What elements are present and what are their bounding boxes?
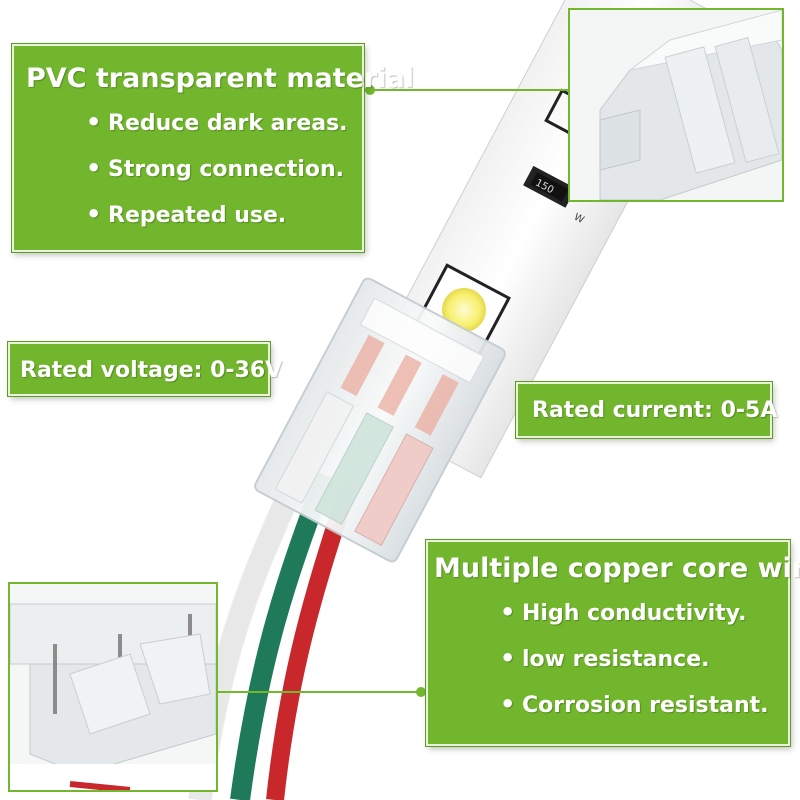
- pvc-material-list: •Reduce dark areas. •Strong connection. …: [26, 100, 352, 238]
- connector-detail-inset-bottom: [8, 582, 218, 792]
- resistor-chip: 150: [523, 165, 576, 208]
- pvc-material-title: PVC transparent material: [26, 63, 414, 94]
- bullet-icon: •: [86, 108, 102, 136]
- list-item: •Reduce dark areas.: [86, 100, 352, 146]
- list-item: •High conductivity.: [500, 590, 782, 636]
- leader-line-bottom: [218, 691, 426, 693]
- pvc-material-card: PVC transparent material •Reduce dark ar…: [12, 44, 414, 252]
- bullet-icon: •: [500, 644, 516, 672]
- pad-marking: W: [572, 212, 586, 226]
- rated-voltage-badge: Rated voltage: 0-36V: [8, 342, 283, 396]
- rated-current-text: Rated current: 0-5A: [532, 398, 778, 423]
- bullet-icon: •: [86, 200, 102, 228]
- list-item: •Strong connection.: [86, 146, 352, 192]
- leader-dot-bottom: [416, 687, 426, 697]
- connector-body: [254, 277, 506, 563]
- copper-core-title: Multiple copper core wires: [434, 553, 800, 584]
- leader-line-top: [366, 89, 568, 91]
- bullet-icon: •: [500, 598, 516, 626]
- bullet-icon: •: [86, 154, 102, 182]
- leader-dot-top: [365, 85, 375, 95]
- connector-closeup-bottom: [10, 584, 216, 790]
- list-item: •Repeated use.: [86, 192, 352, 238]
- bullet-icon: •: [500, 690, 516, 718]
- connector-closeup-top: [570, 10, 782, 200]
- copper-core-list: •High conductivity. •low resistance. •Co…: [434, 590, 782, 728]
- connector-detail-inset-top: [568, 8, 784, 202]
- led-lens: [442, 288, 486, 332]
- rated-current-badge: Rated current: 0-5A: [516, 382, 778, 438]
- list-item: •low resistance.: [500, 636, 782, 682]
- list-item: •Corrosion resistant.: [500, 682, 782, 728]
- copper-core-card: Multiple copper core wires •High conduct…: [426, 540, 800, 746]
- rated-voltage-text: Rated voltage: 0-36V: [20, 358, 283, 383]
